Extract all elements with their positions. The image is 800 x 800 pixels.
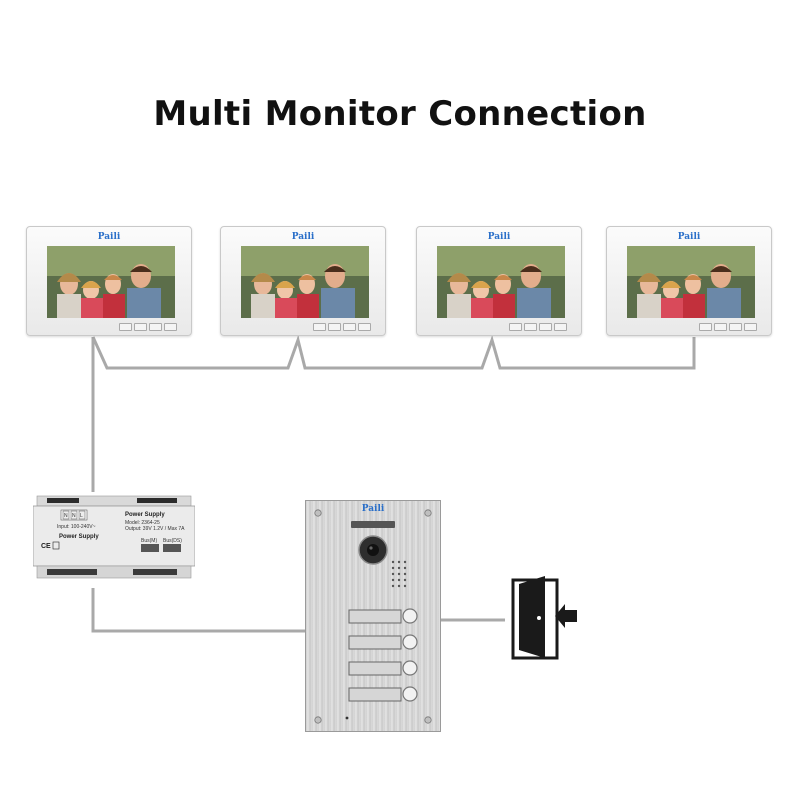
- monitor-brand: Paili: [677, 232, 701, 242]
- monitor-buttons: [313, 323, 371, 331]
- monitor-screen: [437, 246, 565, 318]
- monitor-screen: [241, 246, 369, 318]
- monitor-brand: Paili: [97, 232, 121, 242]
- family-photo: [47, 246, 175, 318]
- wire-psu-to-station: [91, 588, 306, 633]
- ir-led-strip: [351, 521, 395, 528]
- terminal-label: N: [72, 513, 76, 519]
- psu-label-bottom: Power Supply: [59, 534, 99, 540]
- monitor-brand: Paili: [291, 232, 315, 242]
- call-buttons: [348, 608, 418, 702]
- station-panel: [314, 509, 432, 724]
- terminal-label: N: [64, 513, 68, 519]
- monitor-buttons: [509, 323, 567, 331]
- recycle-bin-icon: [52, 541, 60, 550]
- family-photo: [241, 246, 369, 318]
- monitor-brand: Paili: [487, 232, 511, 242]
- door-lock-icon: [511, 576, 577, 660]
- power-supply-unit: N N L Input: 100-240V~ Power Supply Powe…: [33, 495, 195, 579]
- family-photo: [627, 246, 755, 318]
- ce-mark-icon: CE: [41, 543, 51, 550]
- terminal-label: L: [80, 513, 83, 519]
- bus-label: Bus(M): [141, 538, 157, 544]
- door-station: Paili: [305, 500, 441, 732]
- family-photo: [437, 246, 565, 318]
- psu-input-label: Input: 100-240V~: [57, 524, 96, 530]
- bus-label: Bus(DS): [163, 538, 182, 544]
- monitor-buttons: [699, 323, 757, 331]
- wire-monitor-chain: [91, 334, 696, 370]
- monitor-screen: [47, 246, 175, 318]
- psu-model-label: Model: 2364-25: [125, 520, 160, 526]
- monitor-2: Paili: [220, 226, 386, 336]
- monitor-1: Paili: [26, 226, 192, 336]
- psu-label-top: Power Supply: [125, 512, 165, 518]
- diagram-title: Multi Monitor Connection: [153, 94, 647, 134]
- psu-output-label: Output: 39V 1.2V / Max 7A: [125, 526, 185, 532]
- monitor-3: Paili: [416, 226, 582, 336]
- microphone-hole: [345, 716, 349, 720]
- speaker-grille: [391, 560, 407, 588]
- monitor-screen: [627, 246, 755, 318]
- monitor-4: Paili: [606, 226, 772, 336]
- station-brand: Paili: [361, 504, 385, 514]
- monitor-buttons: [119, 323, 177, 331]
